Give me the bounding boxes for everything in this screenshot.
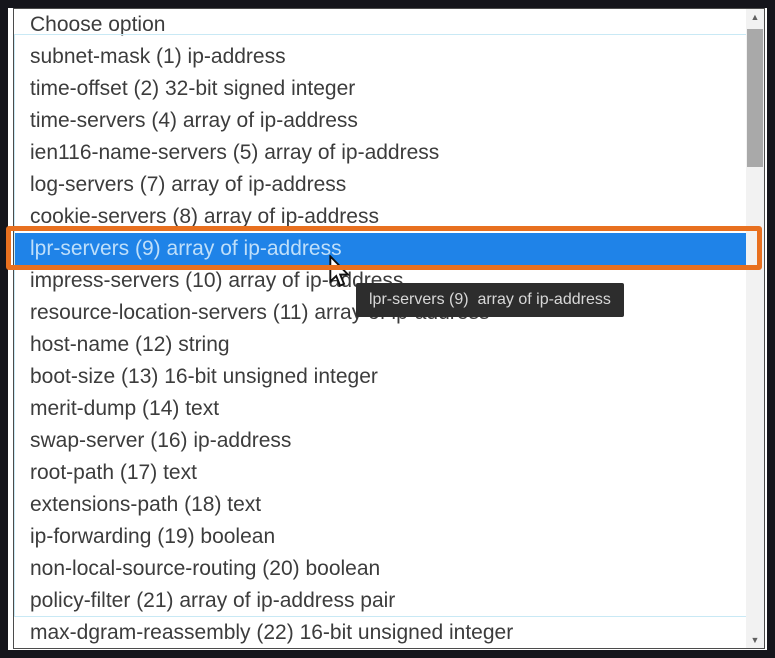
scroll-up-icon: ▲	[750, 11, 760, 22]
option-row-5[interactable]: log-servers (7) array of ip-address	[30, 173, 347, 196]
scrollbar[interactable]: ▲ ▼	[746, 9, 764, 648]
scrollbar-thumb[interactable]	[747, 29, 763, 167]
option-row-4[interactable]: ien116-name-servers (5) array of ip-addr…	[30, 141, 440, 164]
option-row-8[interactable]: impress-servers (10) array of ip-address	[30, 269, 404, 292]
tooltip: lpr-servers (9) array of ip-address	[356, 283, 624, 317]
option-row-12[interactable]: merit-dump (14) text	[30, 397, 220, 420]
option-row-13[interactable]: swap-server (16) ip-address	[30, 429, 292, 452]
scroll-up-button[interactable]: ▲	[746, 9, 764, 25]
option-row-15[interactable]: extensions-path (18) text	[30, 493, 262, 516]
option-row-14[interactable]: root-path (17) text	[30, 461, 197, 484]
option-row-17[interactable]: non-local-source-routing (20) boolean	[30, 557, 381, 580]
option-row-0[interactable]: Choose option	[30, 13, 166, 36]
option-row-16[interactable]: ip-forwarding (19) boolean	[30, 525, 276, 548]
dropdown-list: Choose option subnet-mask (1) ip-address t…	[13, 8, 765, 649]
option-list: Choose option subnet-mask (1) ip-address t…	[14, 9, 746, 648]
option-row-7[interactable]: lpr-servers (9) array of ip-address	[14, 233, 746, 265]
option-row-2[interactable]: time-offset (2) 32-bit signed integer	[30, 77, 356, 100]
option-row-6[interactable]: cookie-servers (8) array of ip-address	[30, 205, 379, 228]
option-row-1[interactable]: subnet-mask (1) ip-address	[30, 45, 286, 68]
scroll-down-button[interactable]: ▼	[746, 632, 764, 648]
scroll-down-icon: ▼	[750, 634, 760, 645]
option-row-10[interactable]: host-name (12) string	[30, 333, 230, 356]
option-row-11[interactable]: boot-size (13) 16-bit unsigned integer	[30, 365, 378, 388]
option-row-18[interactable]: policy-filter (21) array of ip-address p…	[30, 589, 396, 612]
option-row-19[interactable]: max-dgram-reassembly (22) 16-bit unsigne…	[30, 621, 514, 644]
option-row-3[interactable]: time-servers (4) array of ip-address	[30, 109, 358, 132]
